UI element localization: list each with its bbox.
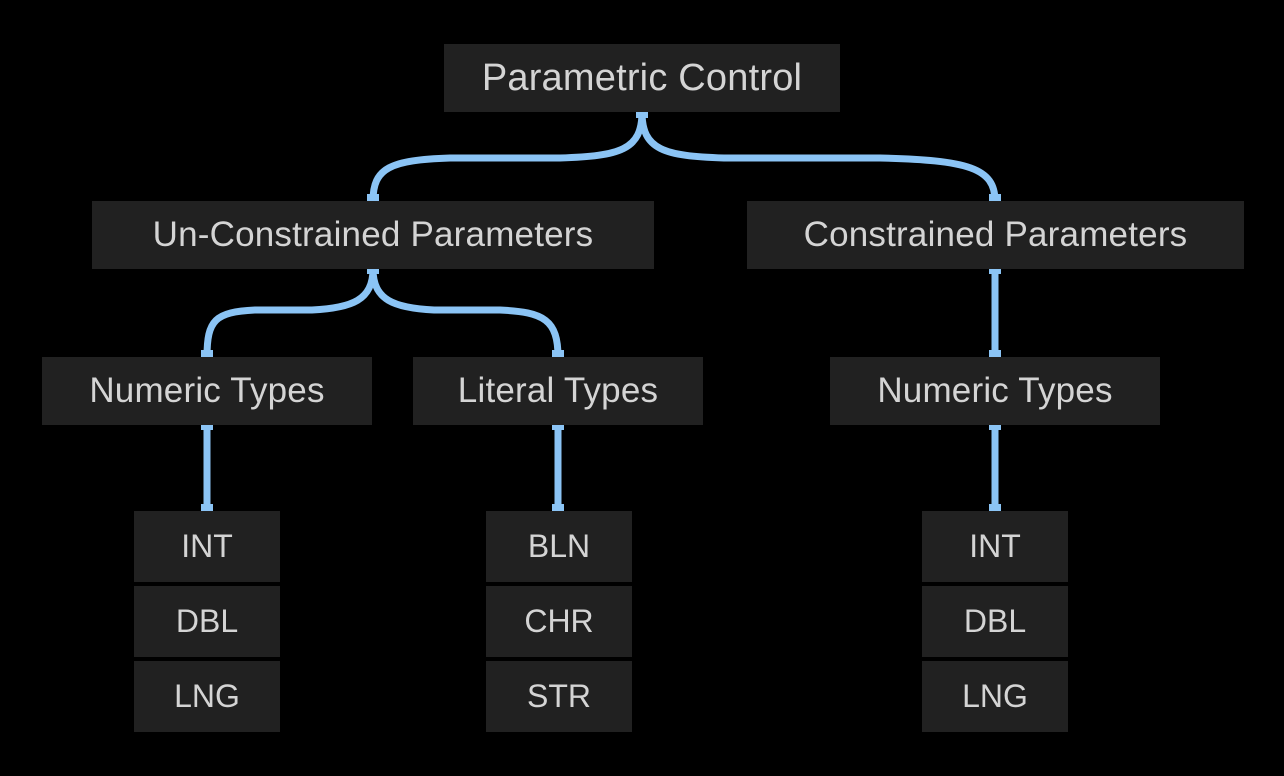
leaf-node[interactable]: DBL	[922, 586, 1068, 657]
leaf-node[interactable]: LNG	[922, 661, 1068, 732]
leaf-node[interactable]: INT	[134, 511, 280, 582]
leaf-node[interactable]: INT	[922, 511, 1068, 582]
node-numeric-types-unconstrained[interactable]: Numeric Types	[42, 357, 372, 425]
node-literal-types[interactable]: Literal Types	[413, 357, 703, 425]
leaf-stack-numeric-types-constrained: INT DBL LNG	[922, 511, 1068, 732]
leaf-stack-literal-types: BLN CHR STR	[486, 511, 632, 732]
leaf-node[interactable]: BLN	[486, 511, 632, 582]
leaf-stack-numeric-types-unconstrained: INT DBL LNG	[134, 511, 280, 732]
edge-unconstrained-to-literal	[369, 268, 562, 358]
node-un-constrained-parameters[interactable]: Un-Constrained Parameters	[92, 201, 654, 269]
leaf-node[interactable]: CHR	[486, 586, 632, 657]
edge-unconstrained-to-numeric-left	[203, 268, 377, 358]
node-parametric-control[interactable]: Parametric Control	[444, 44, 840, 112]
node-constrained-parameters[interactable]: Constrained Parameters	[747, 201, 1244, 269]
node-numeric-types-constrained[interactable]: Numeric Types	[830, 357, 1160, 425]
edge-root-to-unconstrained	[369, 111, 646, 202]
leaf-node[interactable]: DBL	[134, 586, 280, 657]
leaf-node[interactable]: LNG	[134, 661, 280, 732]
leaf-node[interactable]: STR	[486, 661, 632, 732]
edge-root-to-constrained	[638, 111, 999, 202]
